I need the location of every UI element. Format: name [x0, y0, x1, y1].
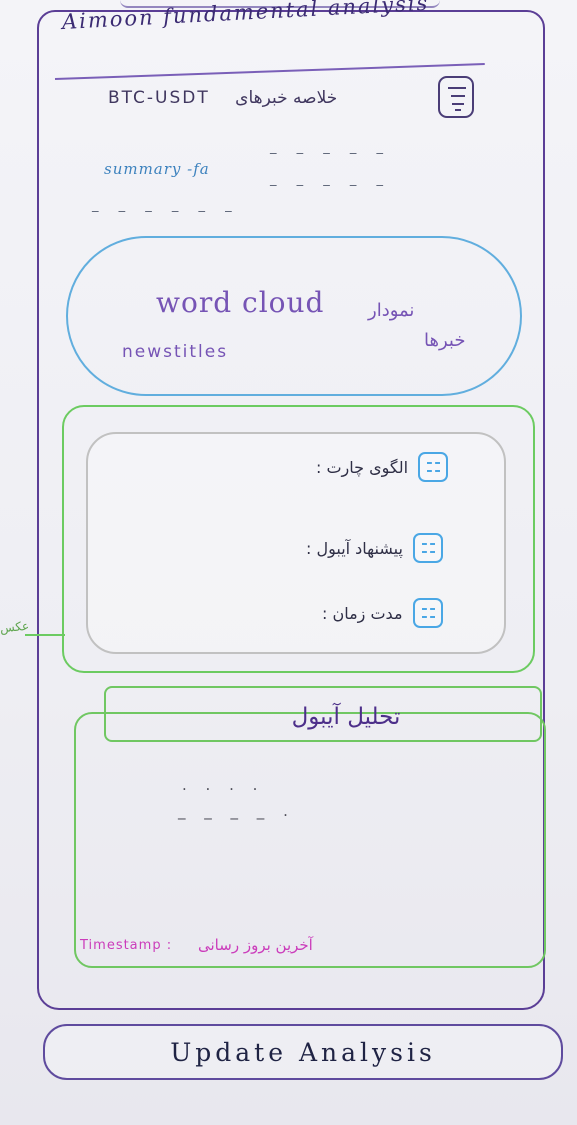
menu-icon-line	[451, 95, 465, 97]
word-cloud-subtitle: newstitles	[122, 342, 229, 362]
tool-item-chart-pattern[interactable]: الگوی چارت :	[316, 452, 449, 482]
word-cloud-panel	[66, 236, 522, 396]
summary-heading-fa: خلاصه خبرهای	[235, 88, 338, 108]
menu-icon[interactable]	[438, 76, 474, 118]
paper-top-line	[120, 0, 440, 8]
menu-icon-line	[448, 87, 466, 89]
phone-frame	[37, 10, 545, 1010]
menu-icon-line	[455, 109, 461, 111]
image-container	[62, 405, 535, 673]
word-cloud-title: word cloud	[156, 286, 325, 319]
tool-label: پیشنهاد آیبول :	[306, 538, 403, 558]
analysis-panel	[74, 712, 546, 968]
update-analysis-button[interactable]: Update Analysis	[43, 1024, 563, 1080]
timestamp-label: Timestamp :	[80, 938, 173, 953]
analysis-dash-row: _ _ _ _ .	[178, 802, 295, 820]
list-icon	[412, 598, 443, 628]
summary-heading: BTC-USDT خلاصه خبرهای	[108, 88, 438, 108]
summary-dash-row: _ _ _ _ _	[270, 172, 392, 187]
summary-dash-row: _ _ _ _ _	[270, 140, 392, 155]
last-update-label: آخرین بروز رسانی	[198, 936, 313, 954]
analysis-title: تحلیل آیبول	[291, 704, 401, 730]
tool-label: الگوی چارت :	[316, 457, 409, 477]
summary-dash-row: _ _ _ _ _ _	[92, 198, 240, 213]
list-icon	[418, 452, 449, 482]
list-icon	[412, 533, 443, 563]
tool-label: مدت زمان :	[322, 603, 403, 623]
menu-icon-line	[452, 103, 464, 105]
tools-panel	[86, 432, 506, 654]
summary-text: summary -fa	[104, 160, 210, 178]
word-cloud-fa-label: خبرها	[424, 330, 466, 351]
analysis-dash-row: . . . .	[182, 776, 265, 794]
symbol-label: BTC-USDT	[108, 88, 210, 108]
analysis-header	[104, 686, 542, 742]
tool-item-recommendation[interactable]: پیشنهاد آیبول :	[306, 533, 443, 563]
word-cloud-fa-label: نمودار	[368, 300, 415, 321]
tool-item-duration[interactable]: مدت زمان :	[322, 598, 443, 628]
side-note-line	[25, 634, 65, 636]
side-note: عکس	[0, 618, 30, 636]
